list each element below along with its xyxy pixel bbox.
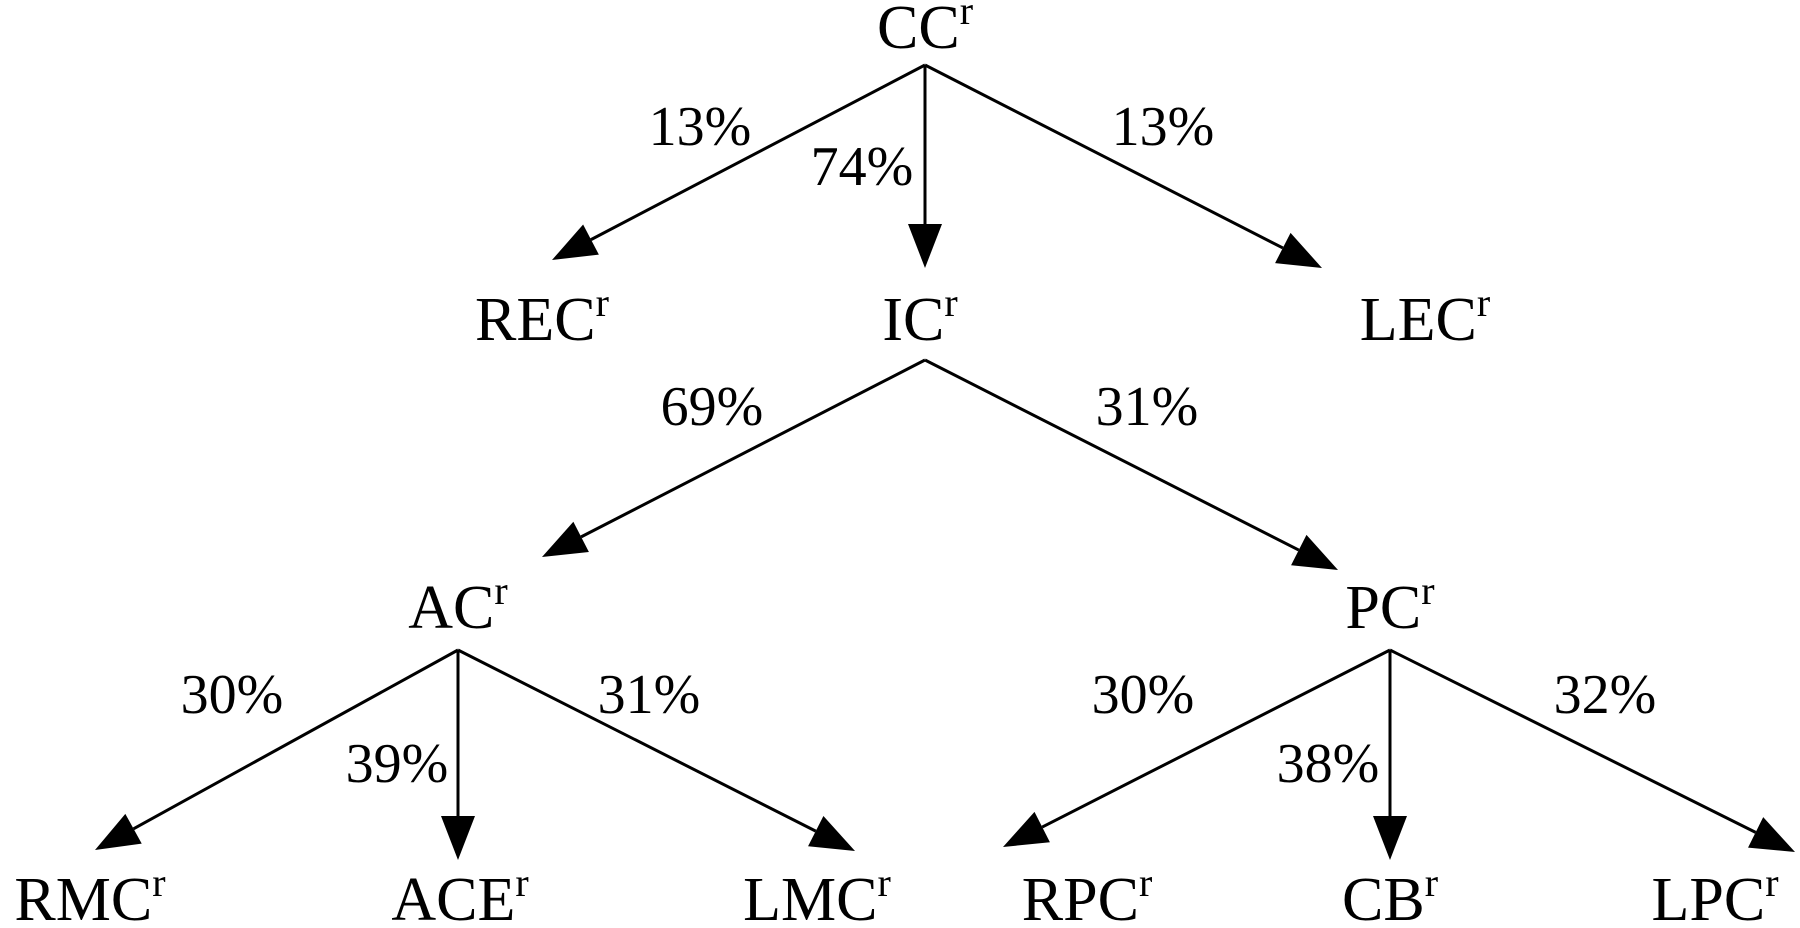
node-superscript: r (1421, 568, 1434, 613)
edge-line (132, 648, 459, 831)
node-superscript: r (1765, 860, 1778, 905)
node-superscript: r (944, 280, 957, 325)
edge-ac-lmc (457, 648, 855, 851)
edge-percentage-label: 13% (649, 96, 752, 158)
node-label-text: LPC (1651, 866, 1765, 928)
node-superscript: r (494, 568, 507, 613)
arrowhead-icon (441, 816, 475, 860)
arrowhead-icon (542, 521, 589, 557)
edge-percentage-label: 38% (1277, 733, 1380, 795)
edge-pc-cb (1373, 650, 1407, 860)
edge-line (590, 63, 926, 241)
node-superscript: r (1139, 860, 1152, 905)
node-superscript: r (515, 860, 528, 905)
node-pc: PCr (1345, 568, 1434, 642)
edge-line (924, 63, 1284, 250)
node-superscript: r (878, 860, 891, 905)
node-label-text: LEC (1360, 286, 1477, 354)
arrowhead-icon (1748, 817, 1795, 852)
edge-percentage-label: 39% (346, 733, 449, 795)
node-superscript: r (596, 280, 609, 325)
node-rec: RECr (475, 280, 609, 354)
arrowhead-icon (552, 224, 599, 260)
arrowhead-icon (95, 813, 142, 850)
edge-labels-layer: 13% 74% 13% 69% 31% 30% 39% 31% 30% 38% 32% (181, 96, 1657, 795)
edge-ac-rmc (95, 648, 459, 850)
arrowhead-icon (1291, 534, 1338, 570)
node-superscript: r (960, 0, 973, 33)
edge-percentage-label: 30% (1092, 664, 1195, 726)
edge-cc-ic (908, 65, 942, 268)
node-label-text: RPC (1022, 866, 1139, 928)
edge-percentage-label: 32% (1554, 664, 1657, 726)
node-rpc: RPCr (1022, 860, 1153, 928)
edge-ic-pc (924, 358, 1338, 570)
node-lec: LECr (1360, 280, 1490, 354)
arrowhead-icon (908, 224, 942, 268)
edge-percentage-label: 31% (1096, 376, 1199, 438)
node-label-text: RMC (14, 866, 152, 928)
edge-cc-rec (552, 63, 926, 260)
node-lpc: LPCr (1651, 860, 1778, 928)
node-lmc: LMCr (743, 860, 891, 928)
arrowhead-icon (1275, 232, 1322, 268)
node-label-text: AC (408, 574, 494, 642)
edge-pc-lpc (1389, 648, 1795, 852)
edge-percentage-label: 74% (811, 136, 914, 198)
edge-line (457, 648, 817, 833)
node-ace: ACEr (391, 860, 528, 928)
edge-line (924, 358, 1300, 552)
edge-cc-lec (924, 63, 1322, 268)
node-superscript: r (1477, 280, 1490, 325)
node-label-text: CC (877, 0, 960, 62)
arrowhead-icon (808, 815, 855, 851)
edges-layer (95, 63, 1795, 860)
node-cc: CCr (877, 0, 973, 62)
node-cb: CBr (1342, 860, 1438, 928)
node-ic: ICr (882, 280, 957, 354)
node-superscript: r (152, 860, 165, 905)
node-rmc: RMCr (14, 860, 165, 928)
edge-percentage-label: 13% (1112, 96, 1215, 158)
edge-percentage-label: 69% (661, 376, 764, 438)
node-label-text: PC (1345, 574, 1421, 642)
edge-line (580, 358, 926, 539)
arrowhead-icon (1003, 811, 1050, 847)
node-label-text: ACE (391, 866, 515, 928)
edge-percentage-label: 31% (598, 664, 701, 726)
edge-percentage-label: 30% (181, 664, 284, 726)
edge-line (1041, 648, 1391, 829)
node-label-text: IC (882, 286, 944, 354)
node-label-text: LMC (743, 866, 877, 928)
arrowhead-icon (1373, 816, 1407, 860)
node-label-text: REC (475, 286, 596, 354)
edge-pc-rpc (1003, 648, 1391, 847)
node-label-text: CB (1342, 866, 1425, 928)
node-superscript: r (1425, 860, 1438, 905)
edge-ic-ac (542, 358, 926, 557)
edge-line (1389, 648, 1757, 834)
edge-ac-ace (441, 650, 475, 860)
node-ac: ACr (408, 568, 507, 642)
